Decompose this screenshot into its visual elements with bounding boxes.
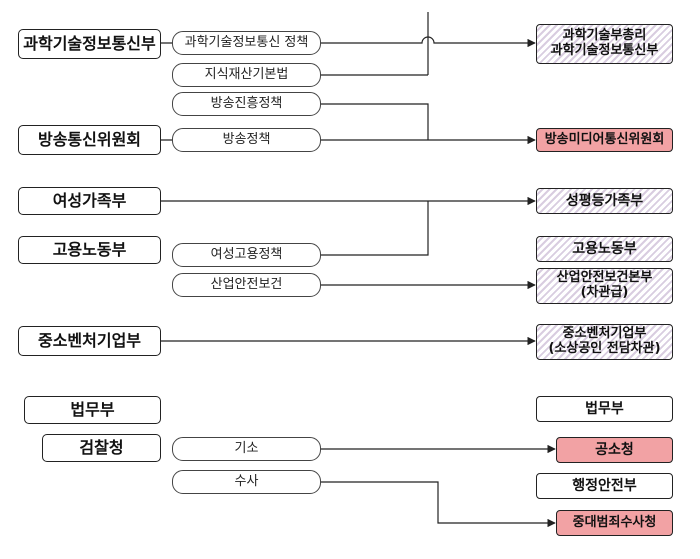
org-moj: 법무부 bbox=[24, 396, 161, 424]
org-moel: 고용노동부 bbox=[18, 236, 161, 264]
target-moj: 법무부 bbox=[536, 396, 673, 422]
target-media-commission: 방송미디어통신위원회 bbox=[536, 128, 673, 152]
target-major-crime-agency: 중대범죄수사청 bbox=[556, 510, 673, 536]
policy-ip-law: 지식재산기본법 bbox=[172, 63, 321, 87]
target-indictment-office: 공소청 bbox=[556, 437, 673, 463]
target-science-pm: 과학기술부총리 과학기술정보통신부 bbox=[536, 24, 673, 64]
policy-science: 과학기술정보통신 정책 bbox=[172, 31, 321, 55]
policy-women-employment: 여성고용정책 bbox=[172, 243, 321, 267]
org-kcc: 방송통신위원회 bbox=[18, 125, 161, 155]
line-women-employment bbox=[320, 201, 429, 256]
org-mogef: 여성가족부 bbox=[18, 187, 161, 215]
policy-broadcast: 방송정책 bbox=[172, 128, 321, 152]
org-prosecution: 검찰청 bbox=[42, 434, 161, 462]
policy-broadcast-promotion: 방송진흥정책 bbox=[172, 92, 321, 116]
target-industrial-safety-vice: 산업안전보건본부 (차관급) bbox=[536, 268, 673, 304]
policy-investigation: 수사 bbox=[172, 470, 321, 494]
org-msit: 과학기술정보통신부 bbox=[18, 29, 161, 59]
policy-indictment: 기소 bbox=[172, 437, 321, 461]
target-mois: 행정안전부 bbox=[536, 473, 673, 499]
org-mss: 중소벤처기업부 bbox=[18, 326, 161, 356]
line-broadcast-promotion bbox=[320, 103, 429, 140]
target-mss-vice: 중소벤처기업부 (소상공인 전담차관) bbox=[536, 324, 673, 360]
target-labor: 고용노동부 bbox=[536, 236, 673, 262]
line-investigation bbox=[320, 481, 556, 528]
policy-industrial-safety: 산업안전보건 bbox=[172, 273, 321, 297]
target-gender-equality: 성평등가족부 bbox=[536, 188, 673, 214]
